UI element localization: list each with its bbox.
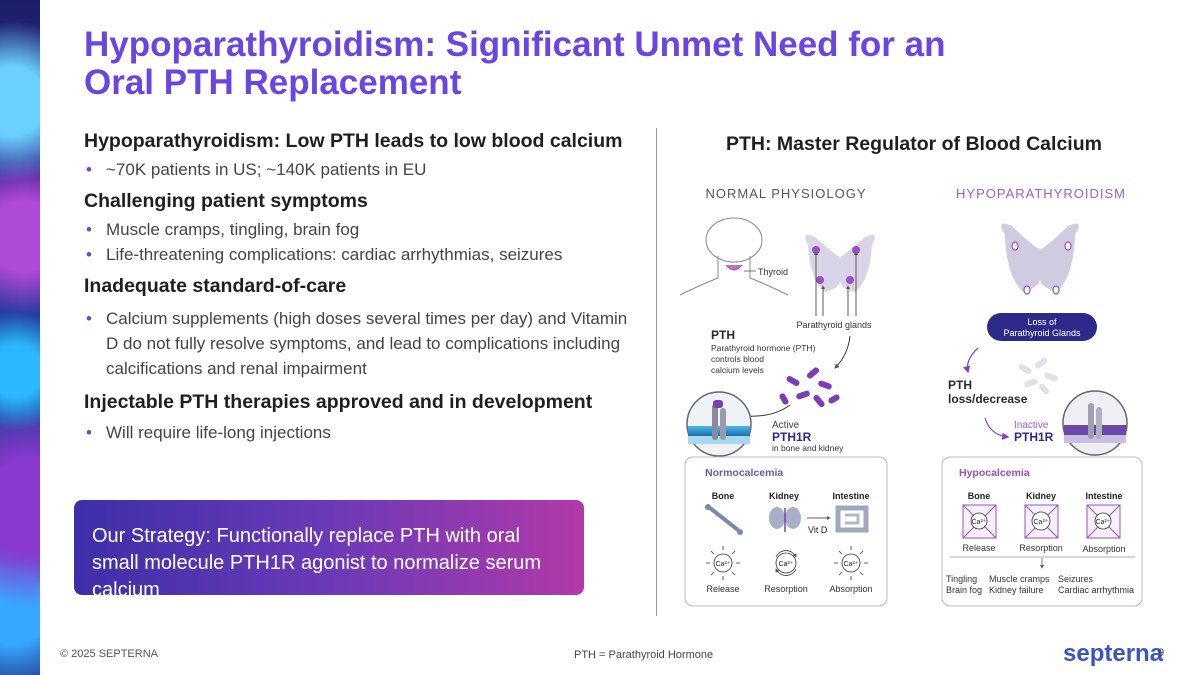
septerna-logo: septerna — [1063, 640, 1164, 667]
pth-desc-3: calcium levels — [711, 365, 764, 375]
loss-of-parathyroid-pill — [987, 313, 1097, 341]
normal-ca-2: Ca²⁺ — [779, 561, 794, 568]
bullet-item: Calcium supplements (high doses several … — [84, 306, 636, 381]
bullet-list: Calcium supplements (high doses several … — [84, 306, 644, 381]
section-heading: Inadequate standard-of-care — [84, 275, 347, 297]
thyroid-gland-icon — [805, 234, 875, 292]
hypo-ca-3: Ca²⁺ — [1096, 519, 1111, 526]
vitd-label: Vit D — [808, 525, 828, 535]
bullet-item: Muscle cramps, tingling, brain fog — [84, 217, 644, 242]
hypo-thyroid-gland-icon — [1001, 223, 1079, 295]
normocalcemia-box — [684, 456, 888, 607]
title-line-2: Oral PTH Replacement — [84, 63, 462, 102]
hypoparathyroidism-label: HYPOPARATHYROIDISM — [956, 186, 1126, 201]
section-symptoms: Challenging patient symptoms Muscle cram… — [84, 190, 644, 267]
hypo-ca-1: Ca²⁺ — [972, 519, 987, 526]
hypo-col-bone: Bone — [968, 491, 991, 501]
symptom-tingling: Tingling — [946, 574, 977, 584]
normal-col-intestine: Intestine — [832, 491, 869, 501]
normocalcemia-title: Normocalcemia — [705, 467, 783, 479]
section-heading: Injectable PTH therapies approved and in… — [84, 391, 593, 413]
hypo-ca-2: Ca²⁺ — [1034, 519, 1049, 526]
hypo-col-intestine: Intestine — [1085, 491, 1122, 501]
normal-resorption: Resorption — [764, 584, 808, 594]
strategy-callout: Our Strategy: Functionally replace PTH w… — [74, 500, 584, 601]
ca-release-icon — [706, 546, 740, 580]
normal-col-bone: Bone — [712, 491, 735, 501]
blocked-resorption-icon — [1024, 504, 1059, 539]
in-bone-kidney-label: in bone and kidney — [772, 443, 844, 453]
bullet-list: ~70K patients in US; ~140K patients in E… — [84, 157, 644, 182]
pth-loss-line-2: loss/decrease — [948, 392, 1028, 406]
inactive-pth1r-label: PTH1R — [1014, 430, 1054, 444]
head-silhouette-icon — [679, 217, 789, 296]
hypo-absorption: Absorption — [1082, 544, 1125, 554]
hypocalcemia-box — [941, 456, 1143, 607]
section-population: Hypoparathyroidism: Low PTH leads to low… — [84, 130, 644, 182]
symptom-muscle-cramps: Muscle cramps — [989, 574, 1050, 584]
symptom-brain-fog: Brain fog — [946, 585, 982, 595]
normal-ca-3: Ca²⁺ — [844, 561, 859, 568]
symptom-kidney-failure: Kidney failure — [989, 585, 1044, 595]
inactive-receptor-icon — [1062, 390, 1128, 456]
bone-icon — [705, 504, 743, 535]
bullet-list: Will require life-long injections — [84, 420, 644, 445]
symptom-seizures: Seizures — [1058, 574, 1094, 584]
active-receptor-icon — [686, 391, 752, 457]
bullet-item: Life-threatening complications: cardiac … — [84, 242, 644, 267]
symptom-cardiac-arrhythmia: Cardiac arrhythmia — [1058, 585, 1134, 595]
pth-molecules-icon — [779, 367, 840, 408]
pth-label: PTH — [711, 328, 735, 342]
ca-absorption-icon — [834, 546, 868, 580]
normal-release: Release — [706, 584, 739, 594]
hypo-release: Release — [962, 543, 995, 553]
pth-desc-1: Parathyroid hormone (PTH) — [711, 343, 816, 353]
ca-resorption-icon — [775, 550, 797, 576]
section-standard-of-care: Inadequate standard-of-care Calcium supp… — [84, 275, 644, 381]
faded-pth-molecules-icon — [1018, 357, 1058, 395]
section-heading: Challenging patient symptoms — [84, 190, 368, 212]
decorative-sidebar — [0, 0, 40, 675]
footnote: PTH = Parathyroid Hormone — [574, 649, 714, 661]
loss-line-1: Loss of — [1027, 317, 1057, 327]
section-injectable: Injectable PTH therapies approved and in… — [84, 391, 644, 445]
page-number: 9 — [1158, 647, 1165, 659]
intestine-icon — [835, 505, 869, 533]
normal-ca-1: Ca²⁺ — [716, 561, 731, 568]
slide-title: Hypoparathyroidism: Significant Unmet Ne… — [84, 26, 1034, 102]
active-pth1r-label: PTH1R — [772, 430, 812, 444]
right-heading: PTH: Master Regulator of Blood Calcium — [726, 133, 1102, 155]
hypocalcemia-title: Hypocalcemia — [959, 467, 1030, 479]
hypo-resorption: Resorption — [1019, 543, 1063, 553]
parathyroid-glands-label: Parathyroid glands — [796, 320, 872, 330]
pth-loss-line-1: PTH — [948, 378, 972, 392]
normal-absorption: Absorption — [829, 584, 872, 594]
copyright: © 2025 SEPTERNA — [60, 648, 158, 660]
title-line-1: Hypoparathyroidism: Significant Unmet Ne… — [84, 25, 946, 64]
kidney-icon — [769, 507, 801, 532]
thyroid-label: Thyroid — [758, 267, 788, 277]
loss-line-2: Parathyroid Glands — [1003, 328, 1081, 338]
bullet-item: Will require life-long injections — [84, 420, 644, 445]
hypo-col-kidney: Kidney — [1026, 491, 1056, 501]
blocked-release-icon — [962, 504, 997, 539]
bullet-list: Muscle cramps, tingling, brain fog Life-… — [84, 217, 644, 267]
left-column: Hypoparathyroidism: Low PTH leads to low… — [84, 130, 644, 445]
active-label: Active — [772, 420, 800, 431]
section-heading: Hypoparathyroidism: Low PTH leads to low… — [84, 130, 623, 152]
column-divider — [656, 128, 657, 616]
blocked-absorption-icon — [1086, 504, 1121, 539]
pth-desc-2: controls blood — [711, 354, 764, 364]
bullet-item: ~70K patients in US; ~140K patients in E… — [84, 157, 644, 182]
inactive-label: Inactive — [1014, 420, 1049, 431]
normal-col-kidney: Kidney — [769, 491, 799, 501]
normal-physiology-label: NORMAL PHYSIOLOGY — [706, 186, 867, 201]
